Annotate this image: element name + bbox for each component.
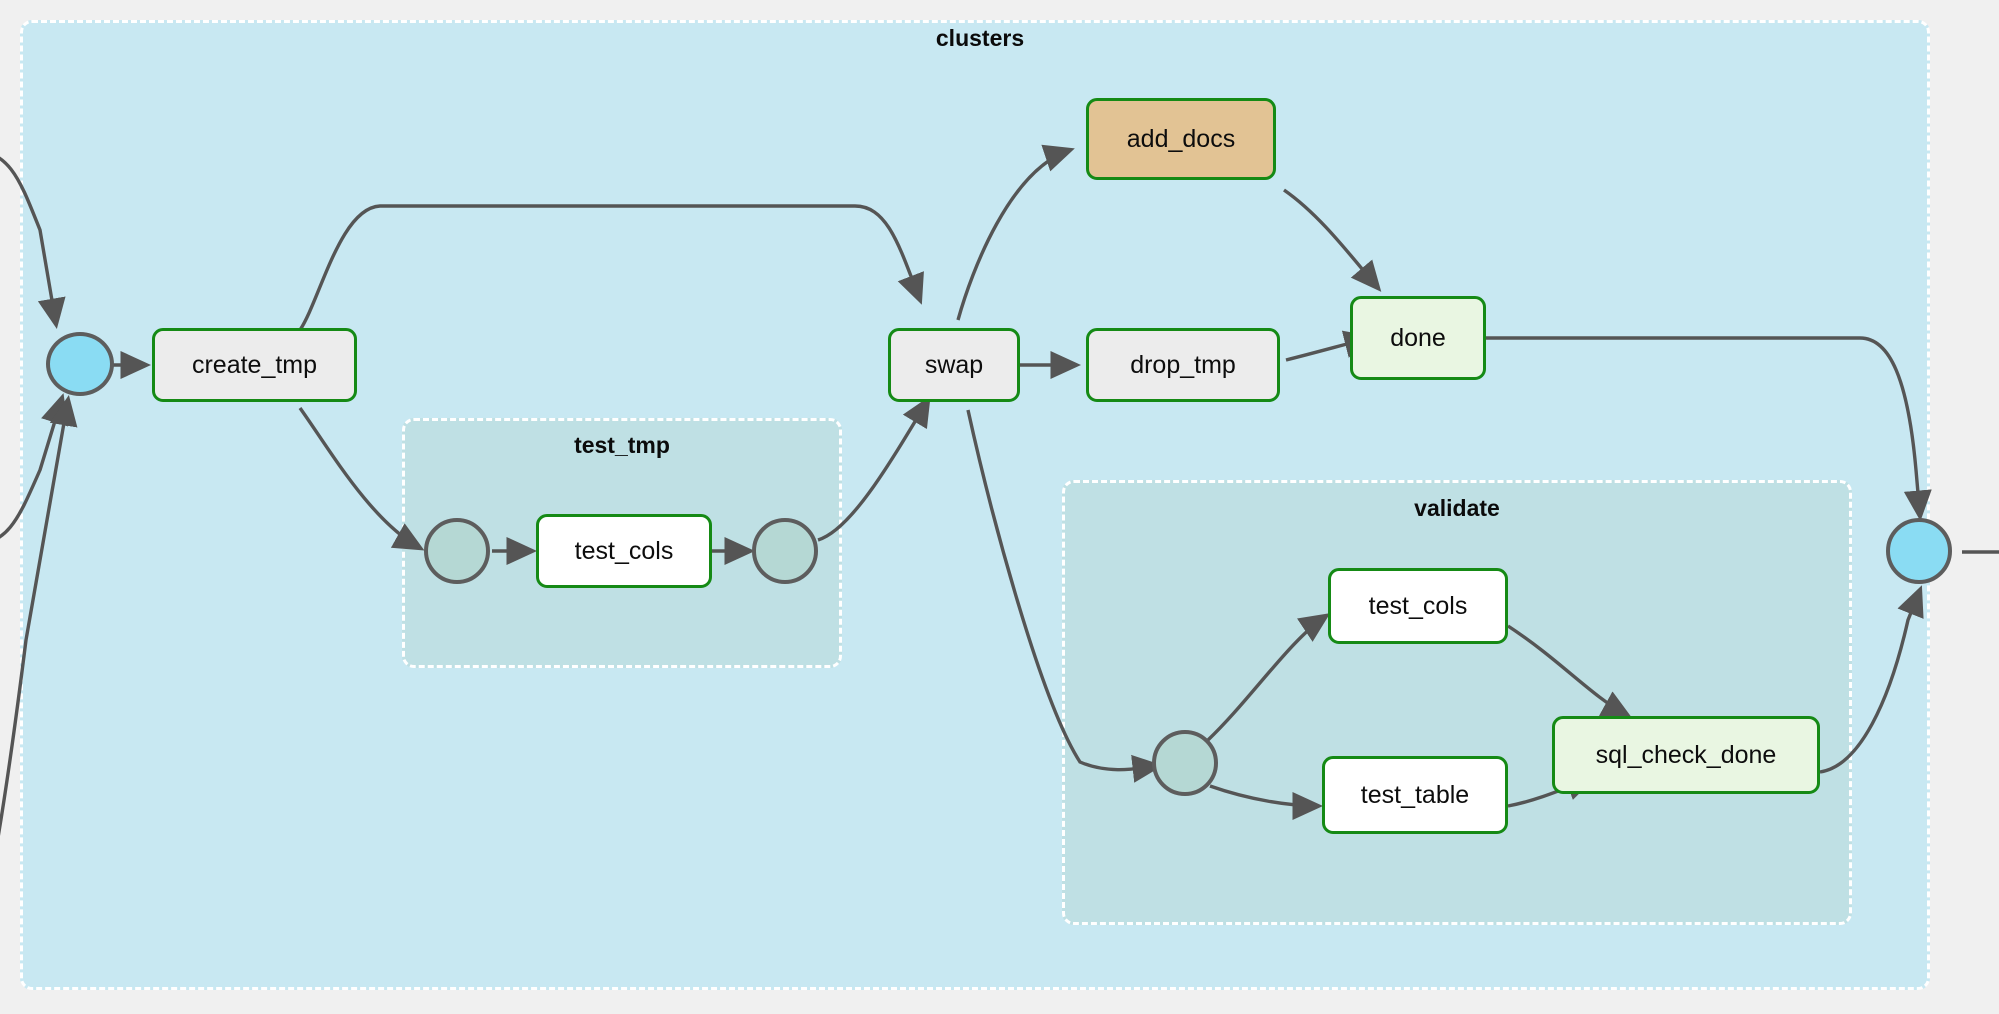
edge-valin-valcols [1206, 613, 1331, 742]
edge-valin-valtable [1209, 784, 1324, 821]
cluster-validate[interactable] [1062, 480, 1852, 925]
node-label-drop_tmp: drop_tmp [1130, 350, 1236, 379]
node-label-validate-test_cols: test_cols [1368, 591, 1468, 620]
edge-in-bottom [0, 394, 78, 837]
junction-node-test_tmp-in[interactable] [424, 518, 490, 584]
node-drop_tmp[interactable]: drop_tmp [1086, 328, 1280, 402]
edge-valcols-sqlcheck [1507, 624, 1633, 719]
junction-node-left[interactable] [46, 332, 114, 396]
edge-swap-adddocs [956, 144, 1075, 321]
junction-node-validate-in[interactable] [1152, 730, 1218, 796]
node-label-validate-test_table: test_table [1360, 780, 1470, 809]
node-label-sql_check_done: sql_check_done [1595, 740, 1777, 769]
node-add_docs[interactable]: add_docs [1086, 98, 1276, 180]
cluster-label-clusters: clusters [935, 25, 1025, 51]
node-validate-test_cols[interactable]: test_cols [1328, 568, 1508, 644]
node-sql_check_done[interactable]: sql_check_done [1552, 716, 1820, 794]
node-label-add_docs: add_docs [1126, 124, 1236, 153]
junction-node-test_tmp-out[interactable] [752, 518, 818, 584]
node-done[interactable]: done [1350, 296, 1486, 380]
edge-createtmp-swap [298, 204, 924, 331]
node-label-test_tmp-test_cols: test_cols [574, 536, 674, 565]
edge-in-top [0, 156, 66, 330]
edge-in-mid [0, 393, 68, 539]
node-label-create_tmp: create_tmp [191, 350, 318, 379]
node-label-swap: swap [924, 350, 984, 379]
edge-done-juncright [1486, 336, 1932, 522]
edge-adddocs-done [1283, 188, 1382, 292]
node-create_tmp[interactable]: create_tmp [152, 328, 357, 402]
edge-sqlcheck-juncright [1819, 585, 1924, 774]
node-validate-test_table[interactable]: test_table [1322, 756, 1508, 834]
edge-swap-valin [966, 409, 1164, 783]
cluster-label-validate: validate [1414, 495, 1500, 521]
edge-createtmp-ttin [298, 407, 425, 551]
edge-ttout-swap [817, 395, 931, 542]
node-label-done: done [1390, 323, 1446, 352]
junction-node-right[interactable] [1886, 518, 1952, 584]
node-test_tmp-test_cols[interactable]: test_cols [536, 514, 712, 588]
cluster-label-test_tmp: test_tmp [574, 432, 670, 458]
node-swap[interactable]: swap [888, 328, 1020, 402]
